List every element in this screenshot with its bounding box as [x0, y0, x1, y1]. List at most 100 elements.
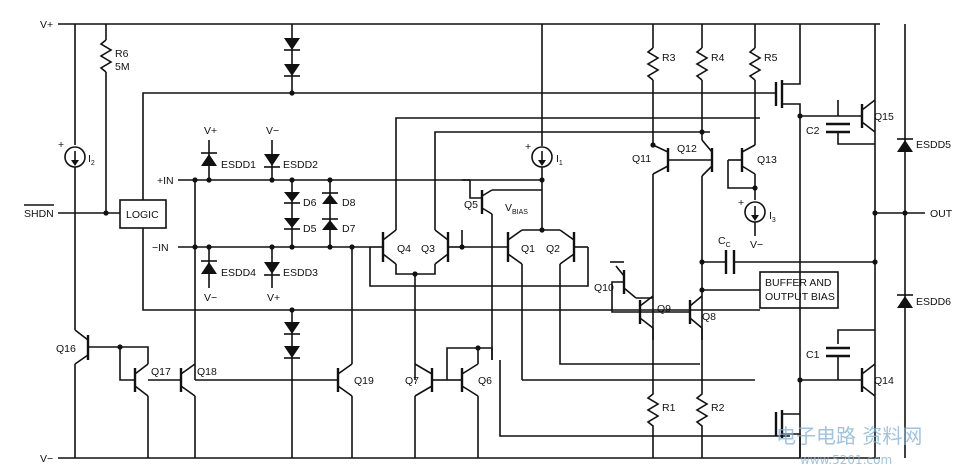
r2-resistor: [695, 388, 709, 458]
r3-label: R3: [662, 52, 676, 64]
watermark-text: 电子电路 资料网: [776, 424, 922, 448]
esdd6-diode: [897, 213, 913, 458]
q8-label: Q8: [702, 311, 716, 323]
q4-label: Q4: [397, 243, 411, 255]
i2-current-source: +: [58, 24, 86, 330]
esdd3-label: ESDD3: [283, 267, 318, 279]
q13-label: Q13: [757, 154, 777, 166]
q19-transistor: [195, 244, 355, 458]
q18-transistor: [148, 363, 196, 458]
r6-resistor: [99, 24, 113, 213]
q13-transistor: [727, 144, 758, 200]
q15-transistor: [797, 99, 876, 133]
q1-transistor: [462, 229, 542, 380]
r1-resistor: [646, 388, 660, 458]
esdd4-diode: [201, 244, 217, 288]
esdd2-label: ESDD2: [283, 159, 318, 171]
cc-label: CC: [718, 235, 731, 249]
q9-label: Q9: [657, 303, 671, 315]
r3-resistor: [646, 24, 660, 145]
esdd1-label: ESDD1: [221, 159, 256, 171]
d7-label: D7: [342, 223, 356, 235]
d6-label: D6: [303, 197, 317, 209]
r6-value: 5M: [115, 61, 130, 73]
esdd2-supply: V−: [266, 125, 279, 137]
r2-label: R2: [711, 402, 725, 414]
esdd3-diode: [264, 244, 280, 288]
esdd4-label: ESDD4: [221, 267, 256, 279]
q17-label: Q17: [151, 366, 171, 378]
i3-supply: V−: [750, 239, 763, 251]
esdd4-supply: V−: [204, 292, 217, 304]
logic-bias-bottom: [142, 228, 290, 311]
esdd6-label: ESDD6: [916, 296, 951, 308]
output-terminal: [872, 210, 925, 216]
q3-transistor: [415, 131, 710, 275]
esdd1-supply: V+: [204, 125, 217, 137]
esdd2-diode: [264, 140, 280, 183]
cc-capacitor: [699, 250, 878, 274]
q15-label: Q15: [874, 111, 894, 123]
q7-transistor: [414, 363, 447, 458]
esdd1-diode: [201, 140, 217, 183]
q8-transistor: [688, 295, 703, 388]
q2-label: Q2: [546, 243, 560, 255]
i3-current-source: +: [738, 197, 766, 236]
c1-capacitor: [826, 329, 875, 380]
svg-text:+: +: [525, 141, 531, 153]
q10-label: Q10: [594, 282, 614, 294]
buffer-label-line1: BUFFER AND: [765, 277, 832, 289]
r5-label: R5: [764, 52, 778, 64]
esdd3-supply: V+: [267, 292, 280, 304]
r6-label: R6: [115, 48, 129, 60]
watermark-url: www.5201.com: [800, 453, 892, 467]
d5-label: D5: [303, 223, 317, 235]
q9-transistor: [638, 295, 690, 388]
r4-label: R4: [711, 52, 725, 64]
output-pmos: [755, 24, 801, 458]
logic-block: [119, 199, 167, 229]
svg-text:+: +: [738, 197, 744, 209]
q12-label: Q12: [677, 143, 697, 155]
q12-transistor: [690, 129, 714, 340]
q7-label: Q7: [405, 375, 419, 387]
bias-to-output-wire: [499, 360, 790, 437]
q1-label: Q1: [521, 243, 535, 255]
q4-transistor: [370, 117, 760, 275]
i1-current-source: +: [470, 24, 553, 230]
logic-bias-top: [142, 92, 290, 200]
r4-resistor: [695, 24, 709, 132]
vminus-label: V−: [40, 453, 53, 465]
q5-label: Q5: [464, 199, 478, 211]
shdn-label: SHDN: [24, 208, 54, 220]
output-nmos: [774, 410, 801, 458]
in-minus-label: −IN: [152, 242, 169, 254]
top-bias-diodes: [284, 24, 300, 96]
in-plus-label: +IN: [157, 175, 174, 187]
r5-resistor: [748, 24, 762, 145]
svg-text:+: +: [58, 139, 64, 151]
buffer-output-bias-block: [759, 271, 839, 309]
q6-label: Q6: [478, 375, 492, 387]
vplus-label: V+: [40, 19, 53, 31]
q19-label: Q19: [354, 375, 374, 387]
q3-label: Q3: [421, 243, 435, 255]
q11-label: Q11: [632, 153, 651, 165]
i1-label: I1: [556, 153, 563, 167]
d8-label: D8: [342, 197, 356, 209]
i3-label: I3: [769, 210, 776, 224]
q5-transistor: [461, 179, 542, 360]
q16-transistor: [74, 329, 120, 458]
q14-transistor: [797, 363, 876, 397]
q18-label: Q18: [197, 366, 217, 378]
q10-transistor: [610, 261, 653, 313]
esdd5-diode: [897, 24, 913, 216]
q17-transistor: [117, 344, 149, 458]
q14-label: Q14: [874, 375, 894, 387]
q6-transistor: [446, 345, 493, 458]
c1-label: C1: [806, 349, 820, 361]
vbias-label: VBIAS: [505, 202, 528, 216]
out-label: OUT: [930, 208, 953, 220]
bottom-bias-diodes: [284, 307, 300, 458]
